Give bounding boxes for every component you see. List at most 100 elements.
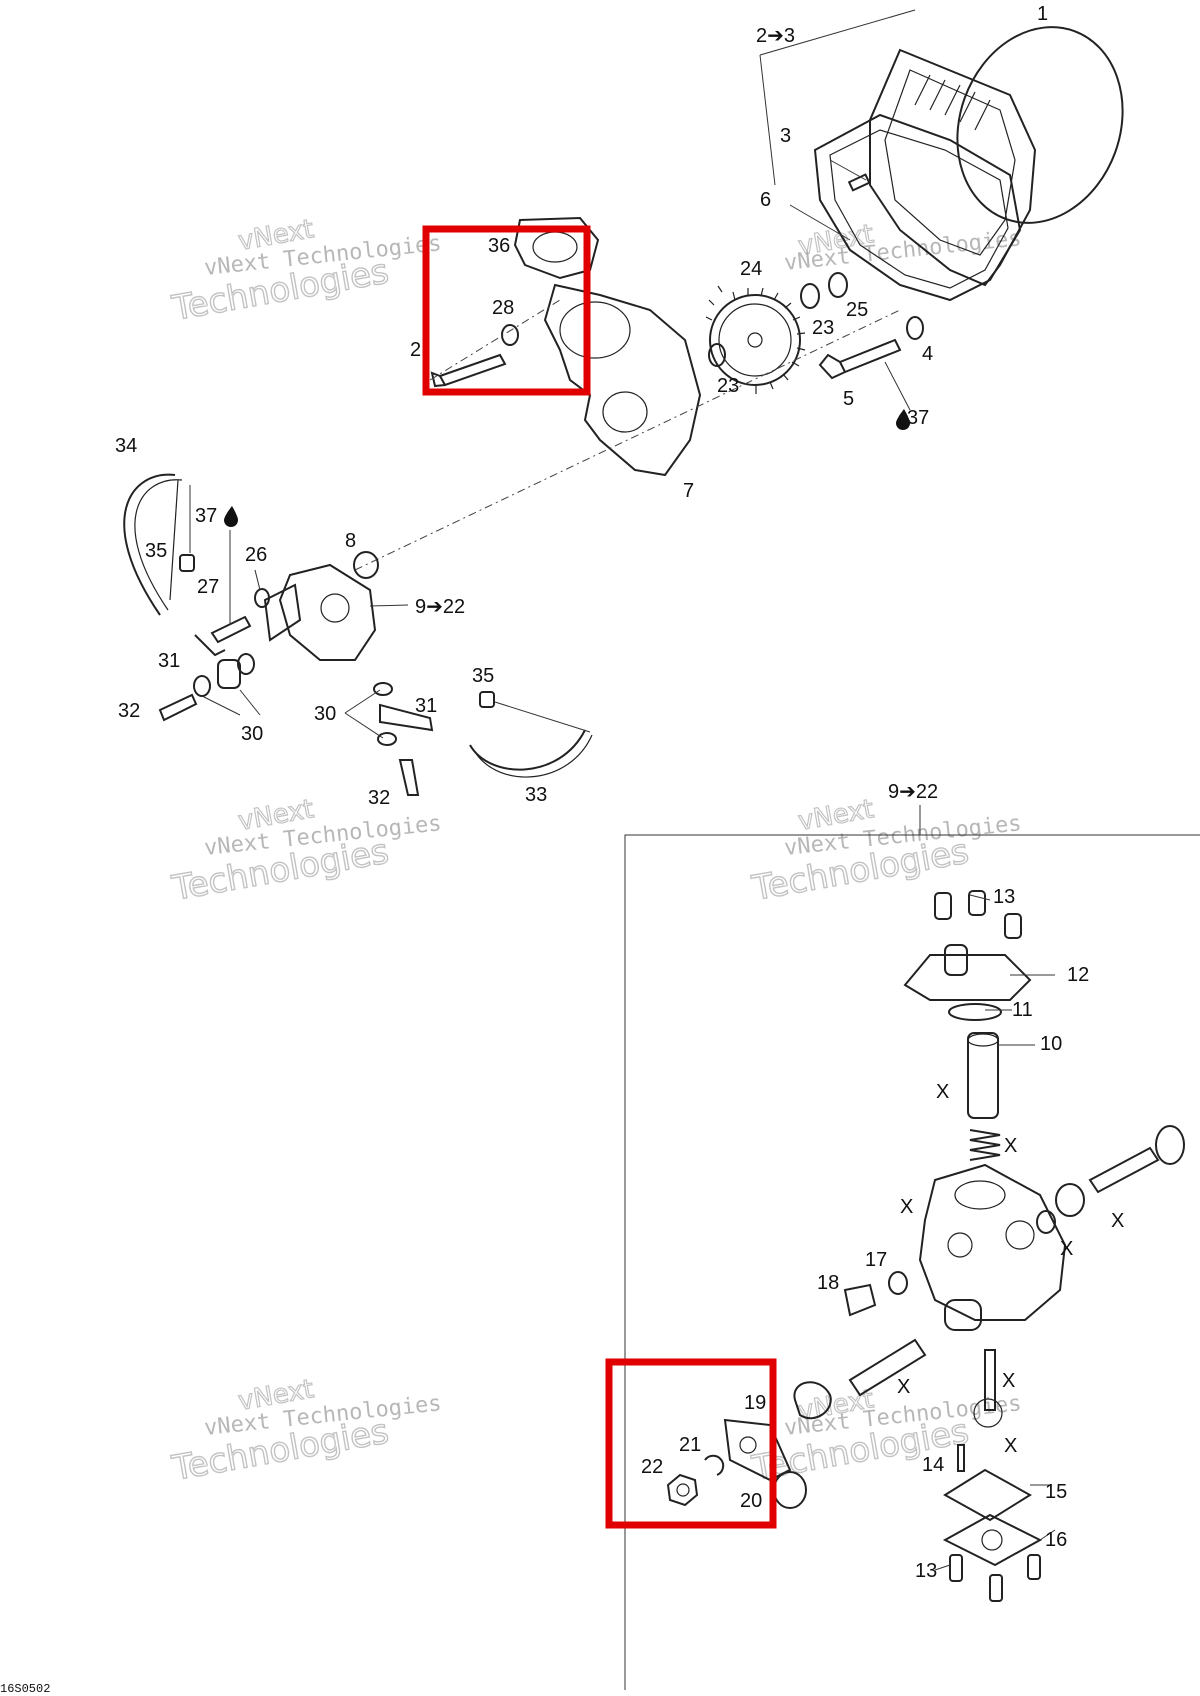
callout-30-left: 30 — [241, 723, 263, 745]
washer-part-28 — [501, 324, 519, 346]
callout-1: 1 — [1037, 3, 1048, 25]
callout-16: 16 — [1045, 1529, 1067, 1551]
clamp-part-35-lower — [479, 691, 495, 708]
callout-34: 34 — [115, 435, 137, 457]
bolt-part-32-left — [158, 693, 198, 722]
callout-11: 11 — [1012, 999, 1033, 1021]
callout-25: 25 — [846, 299, 868, 321]
nut-part-22 — [666, 1473, 699, 1507]
gasket-part-6 — [813, 113, 1022, 302]
callout-x: X — [1004, 1135, 1017, 1157]
oil-drop-icon — [896, 409, 910, 430]
callout-36: 36 — [488, 235, 510, 257]
leader-line — [239, 689, 261, 716]
washer-part-4 — [906, 316, 924, 340]
callout-21: 21 — [679, 1434, 701, 1456]
callout-27: 27 — [197, 576, 219, 598]
callout-4: 4 — [922, 343, 933, 365]
washer-part-30-a — [193, 675, 211, 697]
callout-26: 26 — [245, 544, 267, 566]
highlight-box-lower — [605, 1358, 777, 1529]
callout-17: 17 — [865, 1249, 887, 1271]
leader-line — [201, 695, 241, 716]
callout-33: 33 — [525, 784, 547, 806]
callout-x: X — [1002, 1370, 1015, 1392]
cover-plate-part-16 — [942, 1513, 1043, 1567]
callout-28: 28 — [492, 297, 514, 319]
callout-x: X — [900, 1196, 913, 1218]
detail-frame — [624, 834, 1200, 1690]
oil-drop-icon — [224, 506, 238, 527]
oil-pump-upper — [263, 563, 377, 661]
callout-22: 22 — [641, 1456, 663, 1478]
callout-13-top: 13 — [993, 886, 1015, 908]
callout-23-lower: 23 — [717, 375, 739, 397]
callout-x: X — [897, 1376, 910, 1398]
pump-cover-part-12 — [903, 954, 1032, 1001]
leader-line — [789, 204, 851, 241]
gasket-part-36 — [513, 216, 600, 280]
check-valve-assembly — [1036, 1125, 1185, 1234]
callout-35-lower: 35 — [472, 665, 494, 687]
callout-15: 15 — [1045, 1481, 1067, 1503]
washer-part-25 — [828, 272, 848, 298]
callout-37-upper: 37 — [907, 407, 929, 429]
callout-30-mid: 30 — [314, 703, 336, 725]
plug-part-18 — [843, 1283, 877, 1317]
callout-18: 18 — [817, 1272, 839, 1294]
o-ring-part-8 — [353, 551, 379, 579]
diagram-code: 16S0502 — [0, 1682, 50, 1696]
callout-14: 14 — [922, 1454, 944, 1476]
washer-part-23-upper — [800, 283, 820, 309]
drive-shaft-gear — [984, 1349, 996, 1411]
leader-line — [759, 9, 916, 56]
callout-2-3: 2➔3 — [756, 25, 795, 47]
assembly-axis — [354, 309, 901, 571]
callout-31-mid: 31 — [415, 695, 437, 717]
leader-line — [829, 159, 867, 181]
callout-32-mid: 32 — [368, 787, 390, 809]
pump-shaft — [848, 1338, 927, 1397]
hose-part-34 — [123, 473, 176, 616]
watermark: vNext vNext Technologies Technologies — [168, 794, 443, 910]
callout-24: 24 — [740, 258, 762, 280]
callout-20: 20 — [740, 1490, 762, 1512]
bolt-part-5 — [818, 338, 902, 380]
washer-part-17 — [888, 1271, 908, 1295]
o-ring-part-1 — [956, 26, 1124, 224]
callout-7: 7 — [683, 480, 694, 502]
pin-part-14 — [957, 1444, 965, 1472]
watermark: vNext vNext Technologies Technologies — [168, 1374, 443, 1490]
leader-line — [369, 604, 409, 607]
callout-labels: 1 2➔3 3 6 24 23 25 23 4 5 37 36 28 2 7 3… — [115, 3, 1124, 1582]
leader-line — [254, 569, 261, 591]
highlight-box-upper — [422, 225, 591, 396]
dowel-pin-part-3 — [847, 173, 871, 192]
oil-pump-body — [918, 1163, 1067, 1331]
callout-6: 6 — [760, 189, 771, 211]
callout-37-lower: 37 — [195, 505, 217, 527]
leader-line — [344, 712, 384, 739]
screws-part-13-top — [934, 890, 1022, 939]
bolt-part-2 — [430, 353, 507, 388]
washer-part-30-b — [237, 653, 255, 675]
gasket-inner — [829, 129, 1009, 289]
washer-part-30-c — [373, 682, 393, 696]
circlip-part-21 — [704, 1454, 725, 1476]
banjo-sleeve — [217, 659, 241, 689]
callout-12: 12 — [1067, 964, 1089, 986]
clamp-part-35-upper — [179, 554, 195, 572]
watermark: vNext vNext Technologies Technologies — [748, 1384, 1023, 1490]
assembly-axis — [429, 299, 561, 381]
callout-31-left: 31 — [158, 650, 180, 672]
o-ring-part-11 — [948, 1003, 1002, 1021]
watermark: vNext vNext Technologies Technologies — [168, 214, 443, 330]
screws-part-13-bottom — [949, 1554, 1041, 1602]
hose-part-33 — [469, 729, 586, 771]
washer-part-23-lower — [708, 343, 726, 367]
callout-9-22-lower: 9➔22 — [888, 781, 938, 803]
callout-3: 3 — [780, 125, 791, 147]
piston-part-10 — [967, 1032, 999, 1119]
leader-line — [884, 361, 911, 411]
